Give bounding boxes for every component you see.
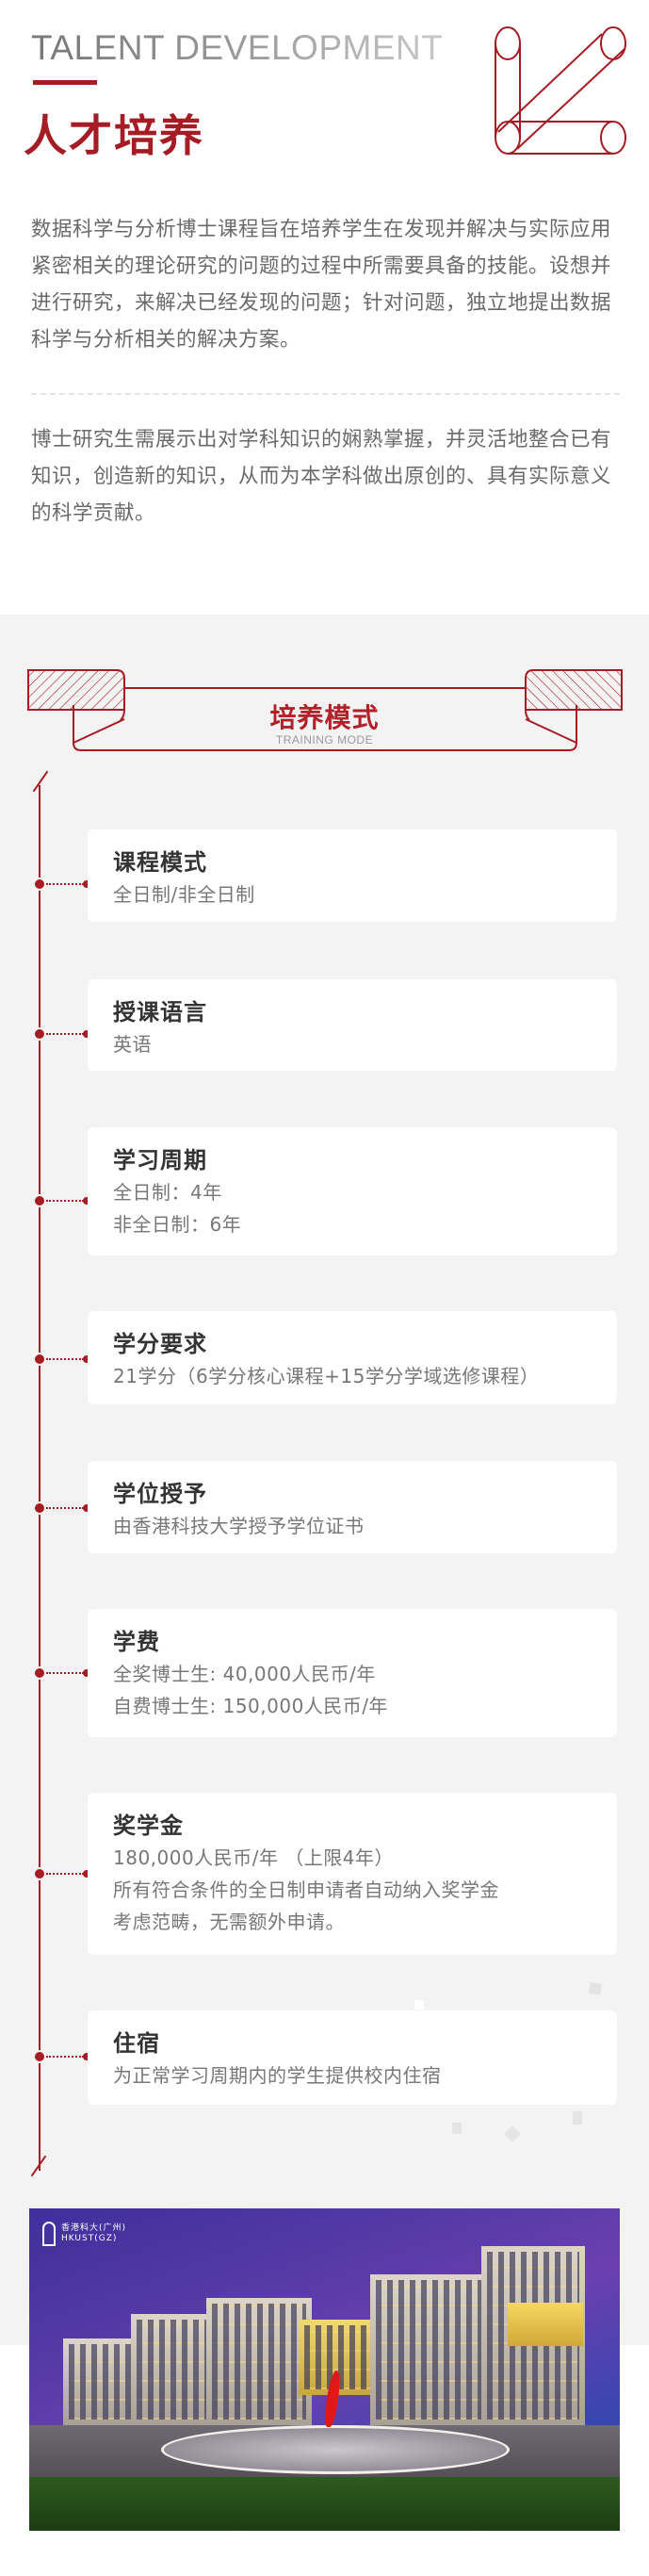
intro-paragraph-1: 数据科学与分析博士课程旨在培养学生在发现并解决与实际应用紧密相关的理论研究的问题… (31, 218, 612, 352)
confetti-decoration (573, 2111, 582, 2125)
logo-text-en: HKUST(GZ) (61, 2234, 118, 2243)
timeline-dot (33, 1194, 46, 1207)
header-accent-bar (33, 80, 97, 85)
info-card-credits: 学分要求 21学分（6学分核心课程+15学分学域选修课程） (88, 1311, 617, 1404)
timeline-dot (33, 1867, 46, 1880)
card-line: 为正常学习周期内的学生提供校内住宿 (113, 2064, 442, 2087)
timeline-dot (33, 1027, 46, 1041)
info-card-scholarship: 奖学金 180,000人民币/年 （上限4年） 所有符合条件的全日制申请者自动纳… (88, 1793, 617, 1955)
card-title: 学费 (113, 1629, 160, 1655)
card-line: 所有符合条件的全日制申请者自动纳入奖学金 (113, 1879, 499, 1901)
card-line: 全奖博士生: 40,000人民币/年 (113, 1663, 376, 1685)
timeline-connector (33, 2050, 91, 2063)
card-line: 180,000人民币/年 （上限4年） (113, 1846, 395, 1869)
university-crest-icon (42, 2222, 56, 2246)
card-title: 学习周期 (113, 1147, 207, 1173)
confetti-decoration (452, 2123, 462, 2134)
card-title: 住宿 (113, 2030, 160, 2057)
timeline-connector (33, 878, 91, 891)
card-line: 由香港科技大学授予学位证书 (113, 1515, 365, 1537)
card-line: 全日制/非全日制 (113, 883, 255, 906)
info-card-study-period: 学习周期 全日制：4年 非全日制：6年 (88, 1127, 617, 1255)
cylinders-logo-icon (495, 26, 626, 155)
timeline-connector (33, 1867, 91, 1880)
card-line: 非全日制：6年 (113, 1213, 242, 1236)
card-line: 考虑范畴，无需额外申请。 (113, 1911, 345, 1933)
timeline-connector (33, 1353, 91, 1366)
confetti-decoration (589, 1982, 602, 1995)
header-title-en: TALENT DEVELOPMENT (31, 28, 444, 67)
timeline-connector (33, 1501, 91, 1515)
section-title-en: TRAINING MODE (275, 733, 374, 747)
campus-photo: 香港科大(广州) HKUST(GZ) (29, 2208, 620, 2531)
info-card-accommodation: 住宿 为正常学习周期内的学生提供校内住宿 (88, 2010, 617, 2105)
timeline-connector (33, 1027, 91, 1041)
timeline-dot (33, 1666, 46, 1680)
timeline-dot (33, 1501, 46, 1515)
card-title: 奖学金 (113, 1813, 184, 1839)
logo-text-cn: 香港科大(广州) (61, 2223, 127, 2233)
ribbon-banner-icon (27, 669, 623, 751)
timeline-line (39, 785, 41, 2171)
card-line: 全日制：4年 (113, 1181, 222, 1204)
page-header: TALENT DEVELOPMENT 人才培养 (0, 0, 649, 217)
timeline-dot (33, 2050, 46, 2063)
card-line: 自费博士生: 150,000人民币/年 (113, 1695, 389, 1717)
header-title-cn: 人才培养 (24, 110, 204, 161)
timeline-dot (33, 878, 46, 891)
card-title: 授课语言 (113, 999, 207, 1025)
timeline-connector (33, 1666, 91, 1680)
card-title: 学分要求 (113, 1331, 207, 1357)
info-card-tuition: 学费 全奖博士生: 40,000人民币/年 自费博士生: 150,000人民币/… (88, 1609, 617, 1737)
info-card-language: 授课语言 英语 (88, 979, 617, 1071)
info-card-course-mode: 课程模式 全日制/非全日制 (88, 829, 617, 922)
dashed-divider (31, 393, 620, 395)
info-card-degree: 学位授予 由香港科技大学授予学位证书 (88, 1461, 617, 1553)
hkust-gz-logo: 香港科大(广州) HKUST(GZ) (42, 2222, 126, 2246)
confetti-decoration (414, 2000, 424, 2010)
timeline-dot (33, 1353, 46, 1366)
card-line: 21学分（6学分核心课程+15学分学域选修课程） (113, 1365, 540, 1387)
intro-paragraph-2: 博士研究生需展示出对学科知识的娴熟掌握，并灵活地整合已有知识，创造新的知识，从而… (31, 428, 612, 525)
card-title: 学位授予 (113, 1481, 207, 1507)
card-title: 课程模式 (113, 849, 207, 876)
section-title-cn: 培养模式 (269, 702, 380, 733)
timeline-connector (33, 1194, 91, 1207)
card-line: 英语 (113, 1033, 152, 1056)
